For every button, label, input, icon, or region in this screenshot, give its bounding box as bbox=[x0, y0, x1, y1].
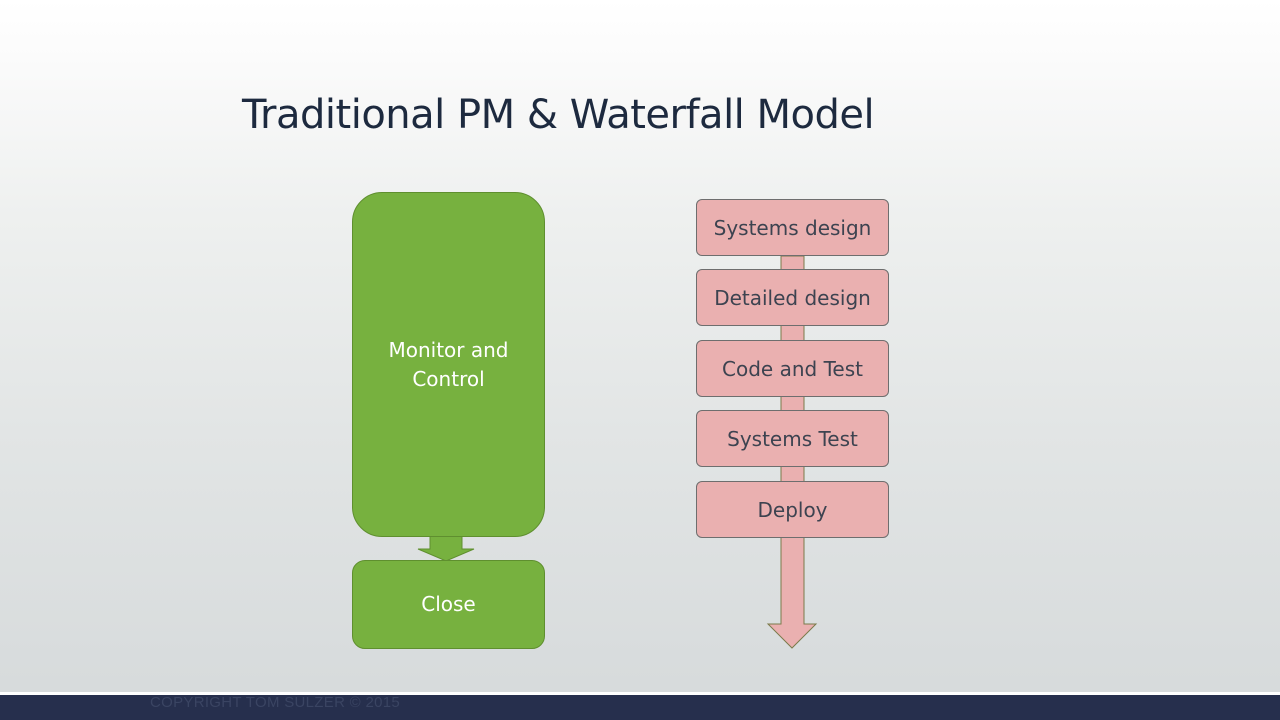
monitor-label: Monitor and Control bbox=[388, 337, 509, 391]
stage-systems-test: Systems Test bbox=[696, 410, 889, 467]
stage-label: Systems design bbox=[713, 215, 872, 240]
stage-systems-design: Systems design bbox=[696, 199, 889, 256]
footer-bar bbox=[0, 692, 1280, 720]
monitor-and-control-box: Monitor and Control bbox=[352, 192, 545, 537]
close-box: Close bbox=[352, 560, 545, 649]
stage-code-and-test: Code and Test bbox=[696, 340, 889, 397]
green-down-arrow bbox=[417, 535, 475, 562]
close-label: Close bbox=[421, 592, 476, 616]
stage-detailed-design: Detailed design bbox=[696, 269, 889, 326]
stage-label: Systems Test bbox=[727, 426, 858, 451]
slide-title: Traditional PM & Waterfall Model bbox=[242, 92, 875, 138]
stage-deploy: Deploy bbox=[696, 481, 889, 538]
stage-label: Deploy bbox=[757, 497, 828, 522]
stage-label: Code and Test bbox=[722, 356, 863, 381]
stage-label: Detailed design bbox=[714, 285, 871, 310]
copyright-text: COPYRIGHT TOM SULZER © 2015 bbox=[150, 694, 401, 711]
